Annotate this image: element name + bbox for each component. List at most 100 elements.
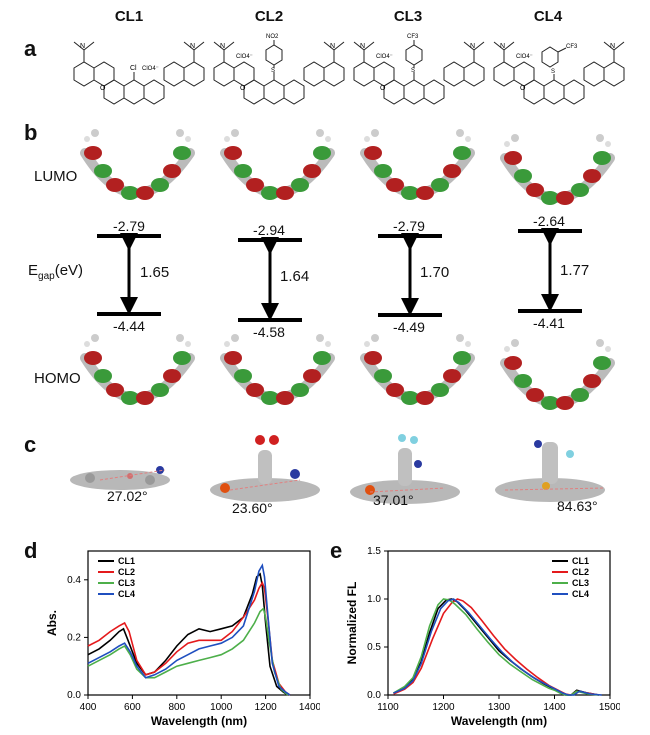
gap-value-cl4: 1.77 — [560, 262, 590, 279]
series-line-cl3 — [87, 607, 289, 696]
o-label: O — [380, 85, 386, 92]
geometry-cl3 — [350, 434, 460, 504]
egap-unit: (eV) — [54, 262, 84, 279]
lumo-energy-cl1: -2.79 — [113, 218, 145, 234]
dihedral-angle-cl1: 27.02° — [107, 488, 148, 504]
x-tick-label: 1300 — [488, 702, 511, 713]
legend-label-cl1: CL1 — [118, 556, 135, 566]
n-label: N — [360, 43, 365, 50]
compound-title-cl1: CL1 — [114, 8, 144, 25]
n-label: N — [220, 43, 225, 50]
egap-subscript: gap — [38, 271, 55, 282]
panel-letter-a: a — [24, 36, 37, 61]
structure-cl1: N N O Cl ClO4⁻ — [73, 41, 205, 105]
legend-label-cl4: CL4 — [118, 589, 135, 599]
geometry-cl1 — [70, 466, 170, 490]
homo-energy-cl4: -4.41 — [533, 315, 565, 331]
homo-orbital-cl1 — [84, 334, 191, 405]
chemical-structures: N N O Cl ClO4⁻ N N O S NO2 ClO4⁻ — [73, 34, 625, 105]
homo-orbital-cl4 — [504, 339, 611, 410]
y-tick-label: 1.5 — [367, 546, 381, 557]
structure-cl4: N N O S CF3 ClO4⁻ — [493, 41, 625, 105]
clo4-label: ClO4⁻ — [236, 54, 253, 60]
homo-energy-cl1: -4.44 — [113, 318, 145, 334]
homo-orbitals — [84, 334, 611, 410]
s-label: S — [271, 68, 275, 74]
legend-label-cl3: CL3 — [118, 578, 135, 588]
compound-title-cl2: CL2 — [254, 8, 284, 25]
legend-label-cl3: CL3 — [572, 578, 589, 588]
x-tick-label: 600 — [124, 702, 141, 713]
x-tick-label: 400 — [80, 702, 97, 713]
legend-label-cl4: CL4 — [572, 589, 589, 599]
egap-row-label: Egap(eV) — [28, 262, 83, 282]
n-label: N — [80, 43, 85, 50]
x-tick-label: 1200 — [432, 702, 455, 713]
o-label: O — [240, 85, 246, 92]
x-axis-label: Wavelength (nm) — [151, 714, 247, 728]
legend-label-cl1: CL1 — [572, 556, 589, 566]
gap-arrows — [120, 228, 559, 321]
series-line-cl2 — [87, 580, 291, 696]
cf3-label: CF3 — [407, 34, 419, 40]
homo-orbital-cl3 — [364, 334, 471, 405]
homo-orbital-cl2 — [224, 334, 331, 405]
dihedral-angle-cl2: 23.60° — [232, 500, 273, 516]
geometry-cl4 — [495, 440, 606, 502]
gap-value-cl2: 1.64 — [280, 268, 310, 285]
gap-value-cl1: 1.65 — [140, 264, 170, 281]
lumo-row-label: LUMO — [34, 168, 78, 185]
egap-symbol: E — [28, 262, 39, 279]
panel-letter-e: e — [330, 538, 343, 563]
x-tick-label: 1200 — [254, 702, 277, 713]
compound-title-cl4: CL4 — [533, 8, 563, 25]
n-label: N — [470, 43, 475, 50]
y-axis-label: Normalized FL — [345, 582, 359, 665]
panel-letter-b: b — [24, 120, 38, 145]
geometry-cl2 — [210, 435, 320, 502]
x-tick-label: 1400 — [299, 702, 320, 713]
x-tick-label: 800 — [168, 702, 185, 713]
dihedral-angle-cl4: 84.63° — [557, 498, 598, 514]
no2-label: NO2 — [266, 34, 279, 40]
series-line-cl4 — [87, 563, 291, 696]
y-tick-label: 0.0 — [67, 690, 81, 701]
panel-letter-d: d — [24, 538, 38, 563]
lumo-energy-cl2: -2.94 — [253, 222, 285, 238]
series-line-cl3 — [393, 598, 599, 696]
cl-label: Cl — [130, 65, 137, 72]
gap-value-cl3: 1.70 — [420, 264, 450, 281]
plot-frame — [87, 550, 311, 696]
x-tick-label: 1400 — [543, 702, 566, 713]
y-tick-label: 0.4 — [67, 575, 81, 586]
legend-label-cl2: CL2 — [572, 567, 589, 577]
n-label: N — [190, 43, 195, 50]
n-label: N — [500, 43, 505, 50]
lumo-energy-cl4: -2.64 — [533, 213, 565, 229]
molecular-geometries — [70, 434, 606, 504]
homo-energy-cl3: -4.49 — [393, 319, 425, 335]
panel-letter-c: c — [24, 432, 37, 457]
absorption-chart: 400 600 800 1000 1200 1400 0.0 0.2 0.4Wavelength… — [45, 550, 320, 728]
y-axis-label: Abs. — [45, 610, 59, 636]
n-label: N — [610, 43, 615, 50]
homo-row-label: HOMO — [34, 370, 81, 387]
s-label: S — [551, 69, 555, 75]
lumo-energy-cl3: -2.79 — [393, 218, 425, 234]
structure-cl3: N N O S CF3 ClO4⁻ — [353, 34, 485, 105]
x-tick-label: 1100 — [377, 702, 399, 713]
structure-cl2: N N O S NO2 ClO4⁻ — [213, 34, 345, 105]
n-label: N — [330, 43, 335, 50]
x-tick-label: 1000 — [210, 702, 233, 713]
legend-label-cl2: CL2 — [118, 567, 135, 577]
x-axis-label: Wavelength (nm) — [451, 714, 547, 728]
y-tick-label: 0.2 — [67, 632, 81, 643]
clo4-label: ClO4⁻ — [142, 66, 159, 72]
homo-energy-cl2: -4.58 — [253, 324, 285, 340]
series-line-cl4 — [393, 598, 602, 696]
x-tick-label: 1500 — [599, 702, 620, 713]
cf3-label: CF3 — [566, 44, 578, 50]
y-tick-label: 0.5 — [367, 642, 381, 653]
y-tick-label: 1.0 — [367, 594, 381, 605]
